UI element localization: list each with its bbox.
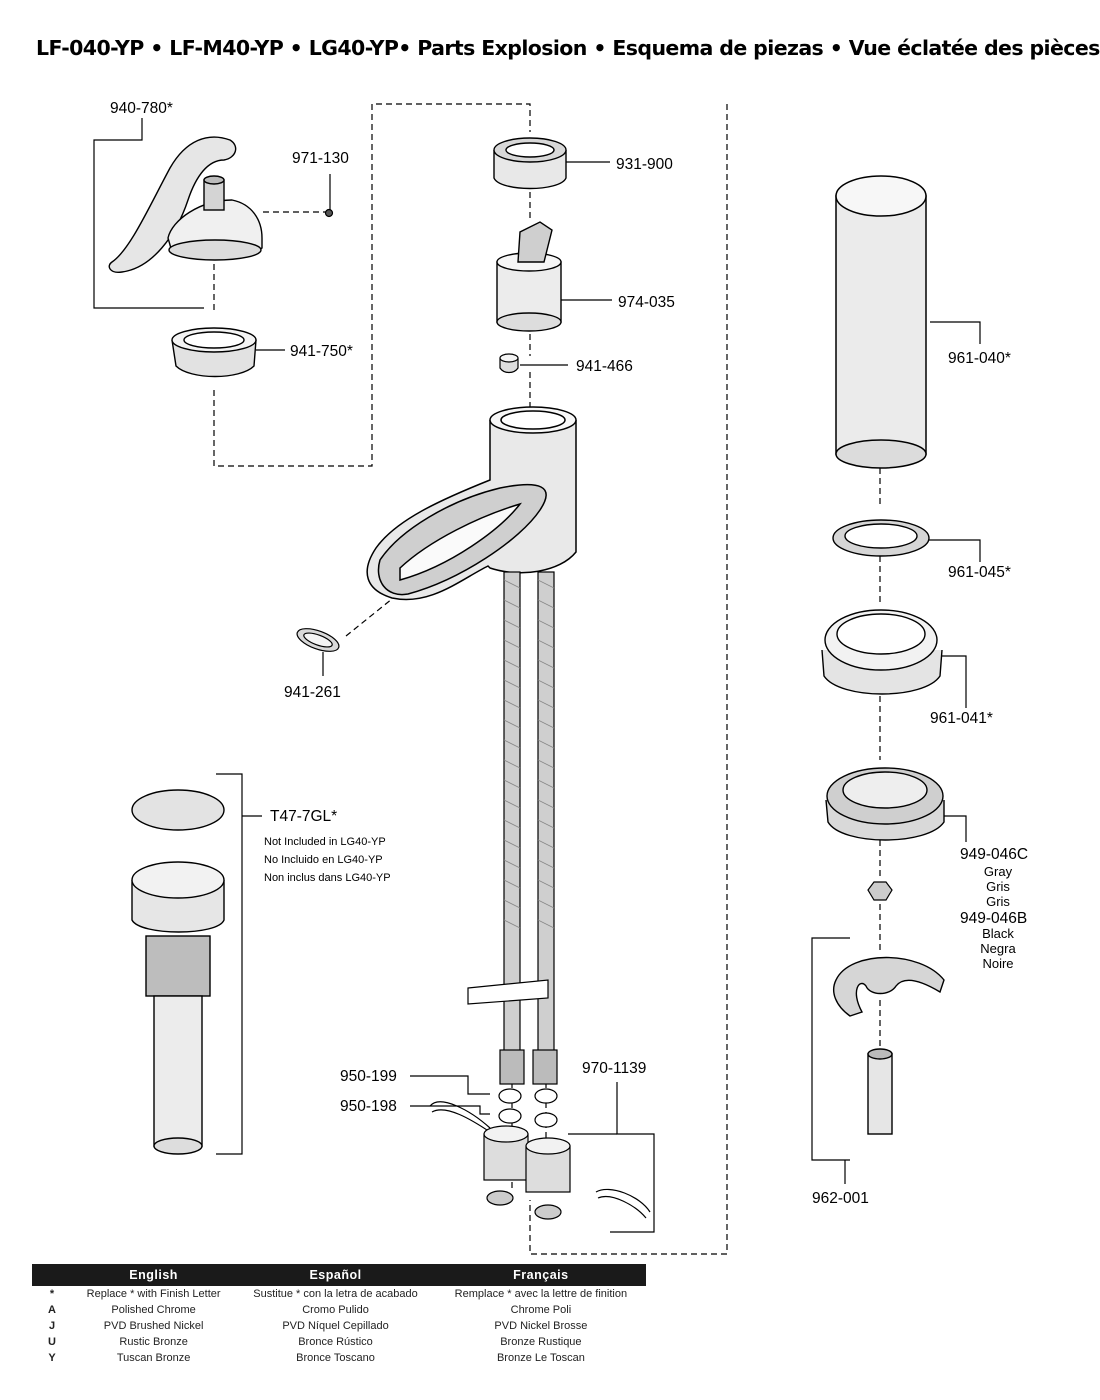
label-970-1139: 970-1139 [582,1060,647,1077]
bonnet-nut-part [493,137,567,190]
label-t47-7gl: T47-7GL* [270,808,338,825]
handle-part [108,136,263,274]
label-941-466: 941-466 [576,358,633,375]
legend-french: Chrome Poli [510,1304,572,1316]
label-940-780: 940-780* [110,100,173,117]
mounting-nut-part [867,881,893,901]
nut-adapters-part [483,1125,571,1193]
legend-code: U [48,1336,56,1348]
legend-english: Rustic Bronze [119,1336,188,1348]
legend-english: Polished Chrome [111,1304,196,1316]
color-gray-en: Gray [983,864,1013,879]
label-961-041: 961-041* [930,710,993,727]
label-950-198: 950-198 [340,1098,397,1115]
gasket-part [832,519,930,557]
legend-code: Y [48,1352,56,1364]
legend-code: A [48,1304,56,1316]
hose-braid [503,579,555,929]
label-971-130: 971-130 [292,150,349,167]
mounting-bracket-part [832,956,945,1135]
cartridge-part [496,221,562,332]
legend-spanish: PVD Níquel Cepillado [282,1320,389,1332]
label-974-035: 974-035 [618,294,675,311]
t47-note-fr: Non inclus dans LG40-YP [264,872,391,884]
color-gray-es: Gris [986,879,1010,894]
legend-row: J PVD Brushed Nickel PVD Níquel Cepillad… [32,1318,646,1334]
legend-code: * [49,1288,55,1300]
color-black-fr: Noire [982,956,1014,971]
label-949-046b: 949-046B [960,910,1028,927]
o-ring-part [499,353,519,374]
label-931-900: 931-900 [616,156,673,173]
legend-spanish: Cromo Pulido [302,1304,369,1316]
faucet-body-part [366,406,577,601]
color-gray-fr: Gris [986,894,1010,909]
legend-header-english: English [72,1264,236,1286]
label-961-040: 961-040* [948,350,1011,367]
legend-row: A Polished Chrome Cromo Pulido Chrome Po… [32,1302,646,1318]
t47-note-es: No Incluido en LG40-YP [264,854,383,866]
label-941-750: 941-750* [290,343,353,360]
page-title: LF-040-YP • LF-M40-YP • LG40-YP• Parts E… [36,36,1100,60]
legend-spanish: Sustitue * con la letra de acabado [253,1288,418,1300]
color-black-en: Black [982,926,1014,941]
legend-row: * Replace * with Finish Letter Sustitue … [32,1286,646,1302]
legend-french: Bronze Rustique [500,1336,582,1348]
set-screw-part [324,208,334,218]
aerator-part [296,628,340,652]
color-gray: Gray Gris Gris [953,864,1043,909]
label-961-045: 961-045* [948,564,1011,581]
finish-legend-table: English Español Français * Replace * wit… [32,1264,646,1366]
legend-row: U Rustic Bronze Bronce Rústico Bronze Ru… [32,1334,646,1350]
legend-header-row: English Español Français [32,1264,646,1286]
bonnet-ring-part [171,327,257,378]
legend-row: Y Tuscan Bronze Bronce Toscano Bronze Le… [32,1350,646,1366]
legend-header-french: Français [435,1264,646,1286]
legend-spanish: Bronce Rústico [298,1336,373,1348]
legend-spanish: Bronce Toscano [296,1352,375,1364]
label-949-046c: 949-046C [960,846,1029,863]
label-941-261: 941-261 [284,684,341,701]
color-black-es: Negra [980,941,1016,956]
legend-code: J [48,1320,56,1332]
leader-lines [93,118,981,1233]
legend-french: Bronze Le Toscan [496,1352,585,1364]
legend-french: PVD Nickel Brosse [494,1320,588,1332]
escutcheon-part [825,767,945,841]
drain-assembly-part [131,789,225,1155]
label-962-001: 962-001 [812,1190,869,1207]
legend-code-header [32,1264,72,1286]
color-black: Black Negra Noire [953,926,1043,971]
legend-french: Remplace * avec la lettre de finition [454,1288,628,1300]
supply-hoses-part [467,571,558,1085]
base-part [821,609,943,695]
legend-english: Replace * with Finish Letter [86,1288,221,1300]
washers-part [486,1088,562,1220]
legend-english: Tuscan Bronze [116,1352,191,1364]
legend-english: PVD Brushed Nickel [103,1320,204,1332]
extension-tube-part [835,175,927,469]
label-950-199: 950-199 [340,1068,397,1085]
clips-part [429,1101,651,1219]
legend-header-spanish: Español [235,1264,436,1286]
t47-note-en: Not Included in LG40-YP [264,836,386,848]
